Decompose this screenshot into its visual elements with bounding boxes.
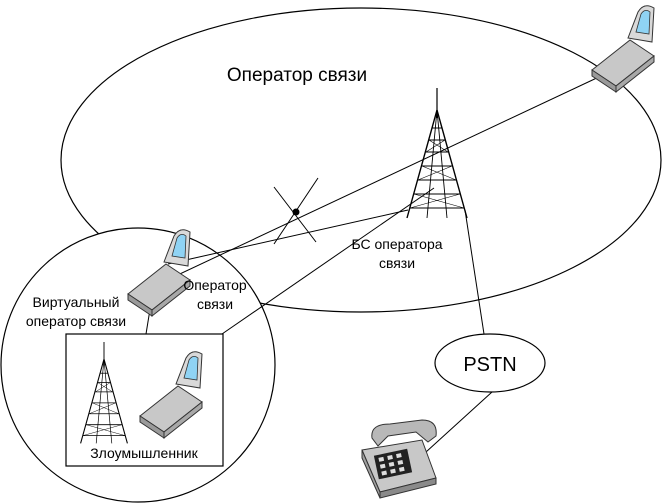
virtual-operator-label-line2: оператор связи — [26, 313, 126, 329]
pstn-label: PSTN — [463, 354, 516, 376]
attacker-label: Злоумышленник — [90, 445, 198, 461]
virtual-operator-label-line1: Виртуальный — [33, 294, 120, 310]
link-bs-to-pstn — [464, 209, 485, 335]
operator-short-label-line2: связи — [197, 296, 233, 312]
link-attacker-to-bs — [221, 187, 435, 335]
pstn-node — [434, 333, 546, 393]
operator-coverage-ellipse — [60, 7, 662, 313]
link-phone-to-bs — [167, 209, 409, 265]
operator-area-label: Оператор связи — [227, 65, 367, 86]
link-phone-to-remote-phone — [149, 67, 619, 289]
desk-telephone-icon — [361, 419, 437, 499]
jamming-node-icon — [273, 177, 319, 245]
mobile-phone-icon — [591, 5, 655, 93]
bs-label-line1: БС оператора — [351, 236, 442, 252]
bs-label-line2: связи — [379, 255, 415, 271]
operator-short-label-line1: Оператор — [183, 277, 247, 293]
link-pstn-to-telephone — [425, 391, 493, 453]
